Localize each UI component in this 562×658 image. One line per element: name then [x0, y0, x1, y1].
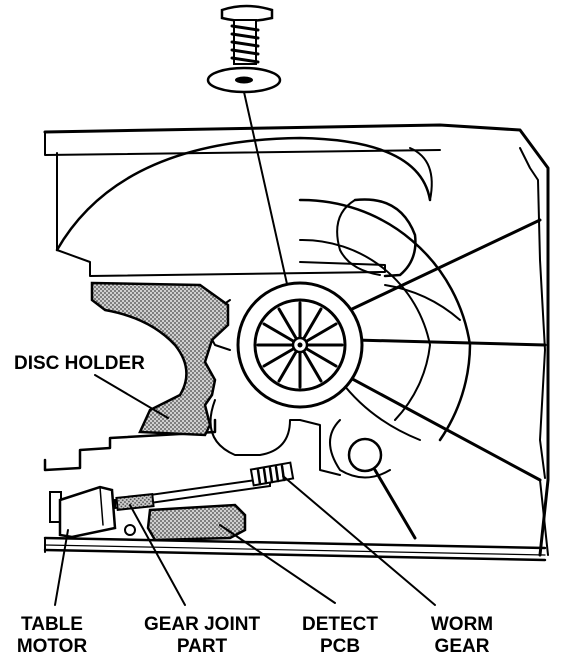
disc-holder-part: [90, 281, 230, 437]
leader-disc-holder: [94, 374, 169, 419]
label-worm-gear-line1: WORM: [431, 614, 493, 635]
label-gear-joint-line2: PART: [177, 636, 228, 657]
label-detect-pcb-line2: PCB: [320, 636, 360, 657]
leader-table-motor: [54, 529, 69, 606]
label-gear-joint-line1: GEAR JOINT: [144, 614, 261, 635]
center-hub: [236, 281, 364, 409]
chassis-frame: [43, 123, 550, 562]
worm-gear-part: [249, 461, 295, 487]
detect-pcb-part: [146, 503, 247, 542]
washer: [206, 66, 282, 94]
label-detect-pcb-line1: DETECT: [302, 614, 378, 635]
label-worm-gear-line2: GEAR: [435, 636, 490, 657]
screw: [220, 4, 274, 65]
label-disc-holder: DISC HOLDER: [14, 353, 145, 374]
leader-gear-joint: [129, 504, 186, 606]
label-table-motor-line1: TABLE: [21, 614, 83, 635]
drive-shaft: [114, 476, 271, 536]
leader-detect-pcb: [219, 524, 336, 604]
table-motor-part: [49, 485, 117, 539]
leader-worm-gear: [282, 475, 436, 606]
label-table-motor-line2: MOTOR: [17, 636, 88, 657]
